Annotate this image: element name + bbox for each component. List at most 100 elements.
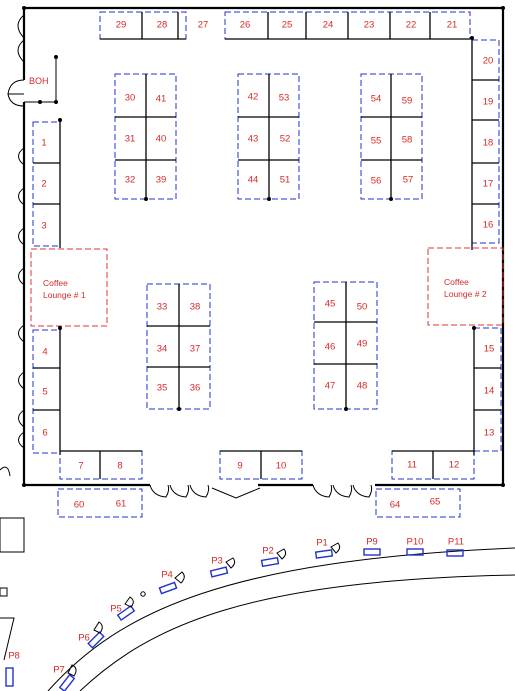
outside-structure — [0, 517, 25, 553]
booth-30: 30 — [125, 93, 136, 104]
parking-p9-label: P9 — [366, 537, 378, 548]
booth-23: 23 — [364, 20, 375, 31]
booth-44: 44 — [248, 175, 259, 186]
booth-6: 6 — [42, 428, 47, 439]
booth-27: 27 — [198, 20, 209, 31]
outside-area — [0, 517, 515, 691]
parking-p11: P11 — [446, 537, 464, 557]
booth-13: 13 — [484, 428, 495, 439]
booth-41: 41 — [156, 94, 167, 105]
parking-p7: P7 — [53, 664, 77, 691]
booth-50: 50 — [357, 302, 368, 313]
booth-outlines — [32, 11, 502, 518]
booth-19: 19 — [483, 97, 494, 108]
booth-10: 10 — [276, 461, 287, 472]
booth-33: 33 — [157, 302, 168, 313]
booth-54: 54 — [371, 94, 382, 105]
booth-47: 47 — [325, 381, 336, 392]
parking-p10: P10 — [406, 537, 424, 556]
booth-45: 45 — [325, 299, 336, 310]
booth-24: 24 — [323, 20, 334, 31]
booth-12: 12 — [449, 460, 460, 471]
booth-25: 25 — [282, 20, 293, 31]
parking-p8-label: P8 — [8, 651, 20, 662]
booth-dividers — [33, 12, 501, 479]
booth-2: 2 — [41, 179, 46, 190]
booth-39: 39 — [156, 175, 167, 186]
booth-7: 7 — [78, 461, 83, 472]
booth-18: 18 — [483, 138, 494, 149]
parking-p8: P8 — [5, 651, 20, 687]
parking-p1-label: P1 — [316, 538, 328, 549]
booth-14: 14 — [484, 386, 495, 397]
booth-36: 36 — [190, 383, 201, 394]
parking-p4-label: P4 — [161, 570, 173, 581]
booth-3: 3 — [41, 221, 46, 232]
booth-56: 56 — [371, 176, 382, 187]
coffee-lounges — [30, 247, 504, 327]
booth-42: 42 — [248, 92, 259, 103]
booth-51: 51 — [280, 175, 291, 186]
booth-59: 59 — [402, 96, 413, 107]
lounge-2-line1: Coffee — [444, 277, 469, 287]
parking-p10-label: P10 — [407, 537, 424, 548]
booth-9: 9 — [237, 461, 242, 472]
booth-31: 31 — [125, 134, 136, 145]
booth-17: 17 — [483, 179, 494, 190]
parking-p9: P9 — [363, 537, 381, 556]
booth-28: 28 — [157, 20, 168, 31]
parking-p6-label: P6 — [78, 633, 90, 644]
booth-60: 60 — [74, 500, 85, 511]
booth-5: 5 — [42, 387, 47, 398]
parking-p7-label: P7 — [53, 665, 65, 676]
booth-20: 20 — [483, 56, 494, 67]
road-outer-curve — [79, 574, 515, 691]
booth-61: 61 — [116, 499, 127, 510]
booth-21: 21 — [447, 20, 458, 31]
booth-labels: 1 2 3 4 5 6 7 8 9 10 11 12 13 14 15 16 1… — [41, 20, 494, 511]
road-inner-curve — [47, 547, 515, 691]
parking-p3-label: P3 — [211, 556, 223, 567]
lounge-1-line1: Coffee — [43, 278, 68, 288]
booth-37: 37 — [190, 344, 201, 355]
lounge-1-line2: Lounge # 1 — [43, 290, 86, 300]
parking-p5-label: P5 — [110, 604, 122, 615]
parking-p5: P5 — [110, 596, 136, 622]
booth-65: 65 — [430, 497, 441, 508]
parking-p2: P2 — [260, 546, 287, 568]
booth-35: 35 — [157, 383, 168, 394]
booth-46: 46 — [325, 342, 336, 353]
booth-58: 58 — [402, 135, 413, 146]
booth-53: 53 — [279, 93, 290, 104]
booth-64: 64 — [390, 500, 401, 511]
boh-label: BOH — [29, 76, 49, 86]
booth-57: 57 — [403, 175, 414, 186]
booth-40: 40 — [156, 134, 167, 145]
booth-49: 49 — [357, 339, 368, 350]
booth-43: 43 — [248, 134, 259, 145]
booth-8: 8 — [117, 461, 122, 472]
lounge-labels: Coffee Lounge # 1 Coffee Lounge # 2 — [43, 277, 487, 300]
parking-p2-label: P2 — [262, 546, 274, 557]
wall-nodes — [22, 6, 505, 487]
parking-p4: P4 — [158, 570, 185, 595]
booth-15: 15 — [484, 344, 495, 355]
booth-4: 4 — [42, 347, 47, 358]
booth-52: 52 — [280, 134, 291, 145]
booth-38: 38 — [190, 302, 201, 313]
booth-1: 1 — [41, 138, 46, 149]
booth-29: 29 — [116, 20, 127, 31]
booth-11: 11 — [407, 460, 417, 471]
parking-p6: P6 — [78, 621, 105, 649]
booth-26: 26 — [240, 20, 251, 31]
booth-48: 48 — [357, 381, 368, 392]
booth-32: 32 — [125, 175, 136, 186]
parking-p3: P3 — [209, 556, 236, 578]
booth-34: 34 — [157, 344, 168, 355]
booth-16: 16 — [483, 220, 494, 231]
parking-p1: P1 — [314, 538, 341, 559]
booth-22: 22 — [406, 20, 417, 31]
lounge-2-line2: Lounge # 2 — [444, 289, 487, 299]
booth-55: 55 — [371, 136, 382, 147]
